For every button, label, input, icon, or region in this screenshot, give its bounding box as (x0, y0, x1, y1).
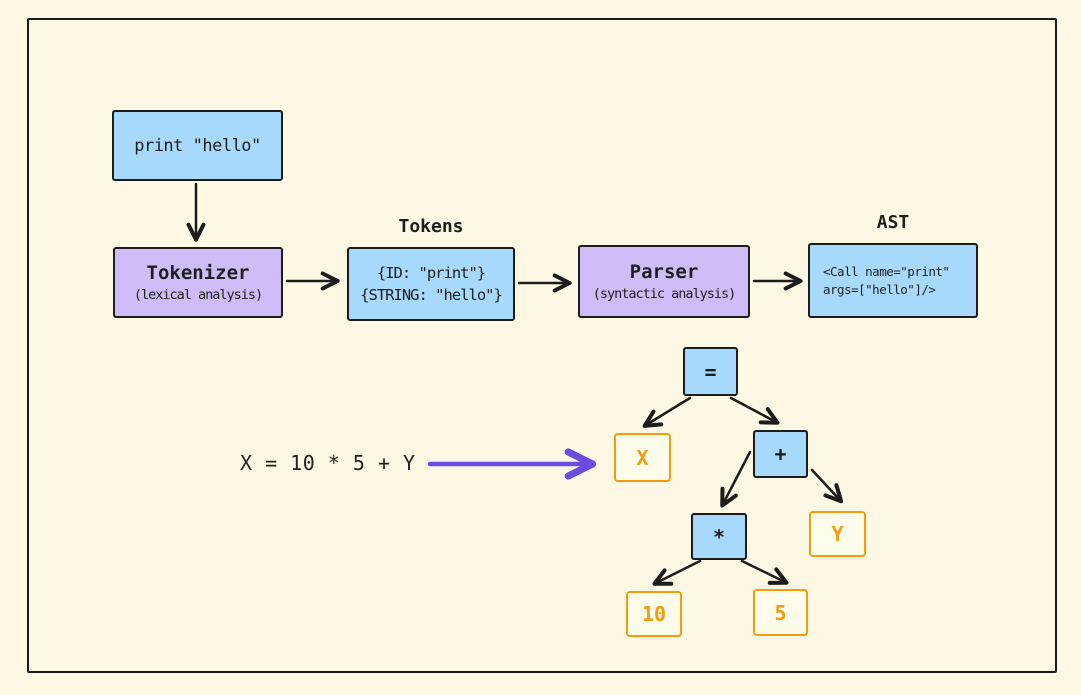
outer-frame (27, 18, 1057, 673)
example-expression: X = 10 * 5 + Y (240, 451, 416, 475)
ast-box: <Call name="print" args=["hello"]/> (808, 243, 978, 318)
parser-title: Parser (629, 261, 699, 283)
source-code-box: print "hello" (112, 110, 283, 181)
tree-node-plus: + (753, 430, 808, 478)
tree-node-x: X (614, 433, 671, 482)
parser-box: Parser (syntactic analysis) (578, 245, 750, 318)
tree-node-assign: = (683, 347, 738, 396)
parser-subtitle: (syntactic analysis) (592, 286, 737, 302)
tree-node-y: Y (809, 511, 866, 557)
token-line-id: {ID: "print"} (376, 263, 486, 282)
tokenizer-box: Tokenizer (lexical analysis) (113, 247, 283, 318)
tree-node-five: 5 (753, 589, 808, 636)
tree-node-times: * (691, 513, 747, 560)
tokens-box: {ID: "print"} {STRING: "hello"} (347, 247, 515, 321)
tree-node-ten: 10 (626, 591, 682, 637)
tokenizer-title: Tokenizer (146, 262, 250, 284)
token-line-string: {STRING: "hello"} (360, 286, 503, 304)
ast-label: AST (876, 212, 910, 233)
tokens-label: Tokens (398, 216, 464, 237)
source-code-text: print "hello" (134, 135, 261, 156)
tokenizer-subtitle: (lexical analysis) (133, 287, 263, 303)
ast-line-1: <Call name="print" (823, 264, 950, 279)
ast-line-2: args=["hello"]/> (823, 281, 936, 297)
